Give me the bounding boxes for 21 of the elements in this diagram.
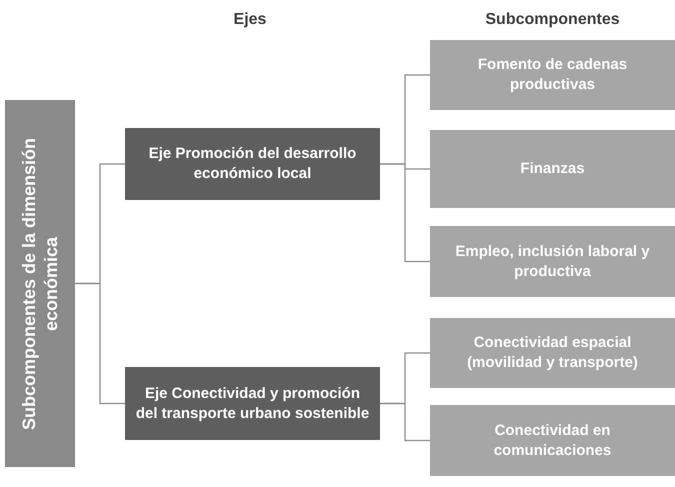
axis-box [125, 128, 380, 200]
root-box [5, 100, 75, 467]
box-text: Eje Promoción del desarrollo económico local [148, 144, 358, 184]
box-text: Fomento de cadenas productivas [476, 55, 628, 95]
box-text: Subcomponentes de la dimensión económica [18, 136, 62, 432]
axis-box [125, 367, 380, 440]
subcomponent-box [430, 226, 675, 297]
box-text: Conectividad en comunicaciones [492, 420, 612, 460]
subcomponent-box [430, 405, 675, 476]
connector-line [75, 282, 125, 404]
subcomponent-box [430, 40, 675, 110]
box-text: Conectividad espacial (movilidad y transporte) [466, 333, 639, 373]
box-text: Eje Conectividad y promoción del transporte urbano sostenible [134, 384, 370, 424]
column-header: Subcomponentes [484, 10, 621, 30]
connector-line [380, 402, 430, 442]
connector-line [380, 163, 430, 262]
box-text: Empleo, inclusión laboral y productiva [454, 242, 651, 282]
subcomponent-box [430, 318, 675, 388]
subcomponent-box [430, 130, 675, 208]
column-header: Ejes [232, 10, 268, 30]
box-text: Finanzas [520, 159, 585, 179]
